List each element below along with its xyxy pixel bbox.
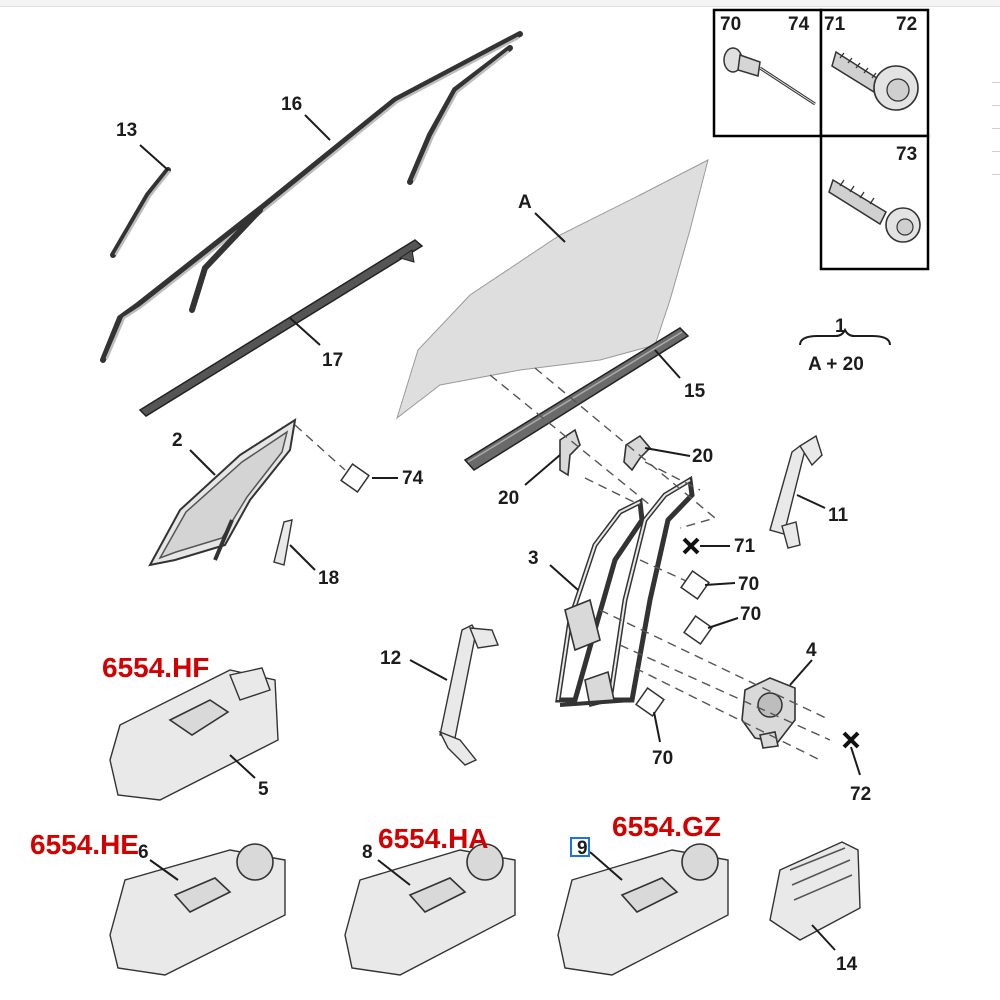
clip-74-square <box>340 463 370 493</box>
scroll-edge-marks <box>992 60 1000 200</box>
quarter-glass-2 <box>148 417 297 567</box>
waist-seal-17 <box>138 239 424 417</box>
clip-70-square-a <box>680 570 710 600</box>
fastener-label-71: 71 <box>824 14 846 35</box>
part-code-he: 6554.HE <box>30 829 139 860</box>
callout-9: 9 <box>577 838 588 859</box>
callout-3: 3 <box>528 548 539 569</box>
callout-11: 11 <box>828 505 849 526</box>
outer-seal-15 <box>463 327 690 471</box>
formula-label: A + 20 <box>808 354 864 375</box>
door-frame-seal-16 <box>100 31 523 363</box>
callout-5: 5 <box>258 779 269 800</box>
clip-70-square-b <box>683 615 713 645</box>
assembly-brace: 1 A + 20 <box>799 316 891 375</box>
fastener-table: 70 74 71 72 73 <box>712 8 930 271</box>
fastener-label-72: 72 <box>896 14 917 35</box>
callout-70-c: 70 <box>652 748 673 769</box>
callout-15: 15 <box>684 381 706 402</box>
door-glass-A <box>396 159 709 420</box>
switch-module-8 <box>344 843 516 976</box>
callout-14: 14 <box>836 954 858 975</box>
fastener-label-74: 74 <box>788 14 810 35</box>
callout-70-b: 70 <box>740 604 761 625</box>
seal-13 <box>110 167 171 258</box>
connector-block-14 <box>769 841 861 941</box>
self-tapping-screw-icon <box>831 50 919 111</box>
callout-18: 18 <box>318 568 339 589</box>
regulator-motor-4 <box>741 677 796 749</box>
bracket-11 <box>769 434 823 549</box>
callout-12: 12 <box>380 648 401 669</box>
callout-20-left: 20 <box>498 488 519 509</box>
trim-18 <box>273 519 293 566</box>
callout-13: 13 <box>116 120 137 141</box>
callout-16: 16 <box>281 94 302 115</box>
clip-70-square-c <box>635 687 665 717</box>
window-regulator-3 <box>555 475 695 707</box>
part-code-ha: 6554.HA <box>378 823 489 854</box>
clip-20-left <box>559 428 581 477</box>
switch-module-6 <box>109 843 286 976</box>
part-code-hf: 6554.HF <box>102 652 209 683</box>
fastener-label-70: 70 <box>720 14 741 35</box>
rivet-icon <box>723 47 816 106</box>
bracket-12 <box>438 624 499 766</box>
callout-1: 1 <box>835 316 846 337</box>
fastener-label-73: 73 <box>896 144 917 165</box>
fastener-clips <box>340 463 713 717</box>
assembly-dashed-lines <box>294 367 831 761</box>
clip-20-right <box>623 434 652 472</box>
flange-screw-icon <box>828 178 921 243</box>
callout-74: 74 <box>402 468 424 489</box>
callout-6: 6 <box>138 842 149 863</box>
part-code-gz: 6554.GZ <box>612 811 721 842</box>
callout-A: A <box>518 192 532 213</box>
brace-line <box>799 327 891 346</box>
callout-72: 72 <box>850 784 871 805</box>
leader-lines <box>139 114 861 951</box>
screw-markers <box>682 537 860 749</box>
callout-2: 2 <box>172 430 183 451</box>
callout-20-right: 20 <box>692 446 713 467</box>
switch-module-5 <box>109 667 279 801</box>
selection-marker[interactable] <box>570 837 590 857</box>
callout-71: 71 <box>734 536 756 557</box>
page-top-edge <box>0 0 1000 7</box>
switch-module-9 <box>557 843 729 976</box>
callout-4: 4 <box>806 640 817 661</box>
callout-70-a: 70 <box>738 574 759 595</box>
callout-17: 17 <box>322 350 343 371</box>
fastener-cell-73 <box>819 134 930 271</box>
callout-8: 8 <box>362 842 373 863</box>
